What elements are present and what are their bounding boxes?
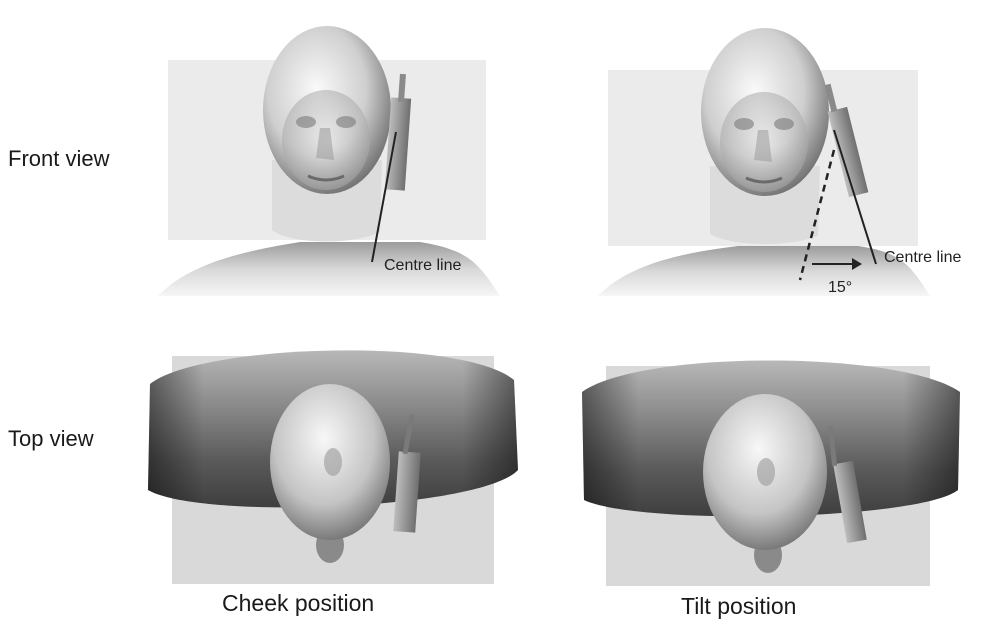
eye [336, 116, 356, 128]
ear-top [757, 458, 775, 486]
centre-line-label: Centre line [384, 257, 461, 274]
tilt-angle-label: 15° [828, 279, 852, 296]
eye [734, 118, 754, 130]
ear-top [324, 448, 342, 476]
shoulders [598, 246, 930, 296]
eye [296, 116, 316, 128]
eye [774, 118, 794, 130]
top-tilt-panel [582, 361, 960, 587]
centre-line-label: Centre line [884, 249, 961, 266]
front-cheek-panel: Centre line [158, 26, 500, 296]
top-cheek-panel [148, 350, 518, 584]
front-tilt-panel: 15° Centre line [598, 28, 961, 296]
